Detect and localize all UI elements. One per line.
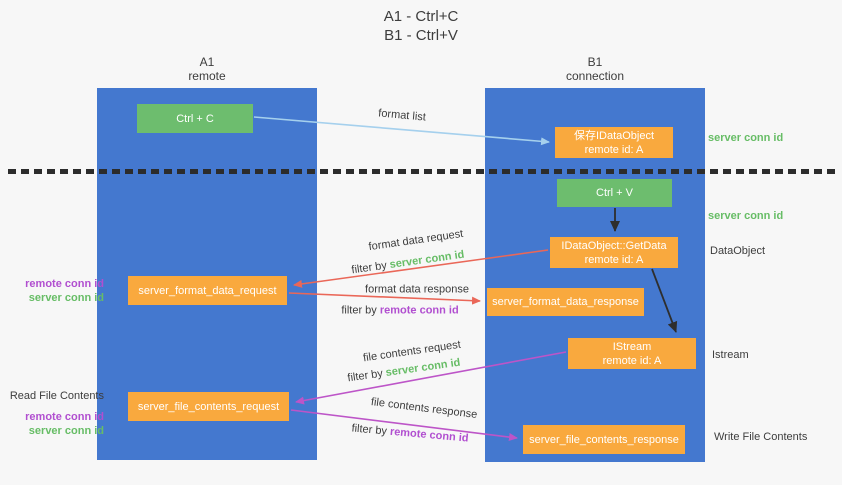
left-column-subtitle: remote (188, 69, 226, 83)
filter-key-remote-conn-id: remote conn id (389, 425, 470, 445)
node-idataobject-getdata-line1: IDataObject::GetData (561, 239, 667, 252)
filter-key-remote-conn-id: remote conn id (379, 304, 459, 317)
filter-by-text: filter by (351, 422, 391, 438)
title-line-2: B1 - Ctrl+V (384, 27, 458, 44)
flow-label-format-list: format list (377, 107, 427, 124)
node-ctrl-c: Ctrl + C (137, 104, 253, 133)
filter-by-text: filter by (350, 259, 391, 277)
annotation-server-conn-id-top: server conn id (708, 132, 784, 144)
left-column-name: A1 (199, 55, 215, 69)
filter-key-server-conn-id: server conn id (388, 248, 466, 271)
diagram-title: A1 - Ctrl+C B1 - Ctrl+V (0, 7, 842, 45)
node-ctrl-v-label: Ctrl + V (596, 187, 633, 199)
annotation-istream: Istream (712, 349, 749, 361)
node-server-file-contents-response: server_file_contents_response (523, 425, 685, 454)
right-column-subtitle: connection (565, 69, 625, 83)
annotation-read-file-contents: Read File Contents (9, 390, 104, 402)
flow-label-format-data-response: format data response (365, 283, 469, 296)
node-istream-line1: IStream (612, 340, 652, 353)
left-column-header: A1 remote (97, 55, 317, 83)
node-save-idataobject: 保存IDataObject remote id: A (555, 127, 673, 158)
node-istream-line2: remote id: A (602, 354, 662, 367)
node-ctrl-c-label: Ctrl + C (176, 112, 214, 125)
node-istream: IStream remote id: A (568, 338, 696, 369)
node-server-format-data-request-label: server_format_data_request (138, 284, 277, 297)
flow-filter-format-request: filter by server conn id (351, 249, 465, 278)
annotation-server-conn-id-mid: server conn id (708, 210, 784, 222)
annotation-write-file-contents: Write File Contents (714, 431, 808, 443)
flow-filter-format-response: filter by remote conn id (341, 305, 458, 318)
node-server-file-contents-request-label: server_file_contents_request (137, 400, 280, 413)
node-idataobject-getdata: IDataObject::GetData remote id: A (550, 237, 678, 268)
title-line-1: A1 - Ctrl+C (383, 8, 459, 25)
right-column-name: B1 (587, 55, 603, 69)
flow-label-file-contents-response: file contents response (370, 396, 478, 421)
node-save-idataobject-line1: 保存IDataObject (573, 129, 655, 142)
annotation-remote-conn-id-format: remote conn id (25, 278, 104, 290)
node-idataobject-getdata-line2: remote id: A (584, 253, 644, 266)
annotation-dataobject: DataObject (710, 245, 766, 257)
node-server-file-contents-request: server_file_contents_request (128, 392, 289, 421)
node-server-format-data-response: server_format_data_response (487, 288, 644, 316)
annotation-server-conn-id-format: server conn id (28, 292, 104, 304)
annotation-server-conn-id-file: server conn id (28, 425, 104, 437)
filter-by-text: filter by (341, 304, 380, 317)
right-column-header: B1 connection (485, 55, 705, 83)
node-server-format-data-request: server_format_data_request (128, 276, 287, 305)
node-server-format-data-response-label: server_format_data_response (492, 296, 639, 308)
flow-filter-file-response: filter by remote conn id (351, 422, 469, 445)
annotation-remote-conn-id-file: remote conn id (25, 411, 104, 423)
node-ctrl-v: Ctrl + V (557, 179, 672, 207)
node-server-file-contents-response-label: server_file_contents_response (529, 433, 679, 446)
dashed-divider (8, 169, 836, 174)
node-save-idataobject-line2: remote id: A (584, 143, 644, 156)
filter-by-text: filter by (346, 367, 387, 385)
